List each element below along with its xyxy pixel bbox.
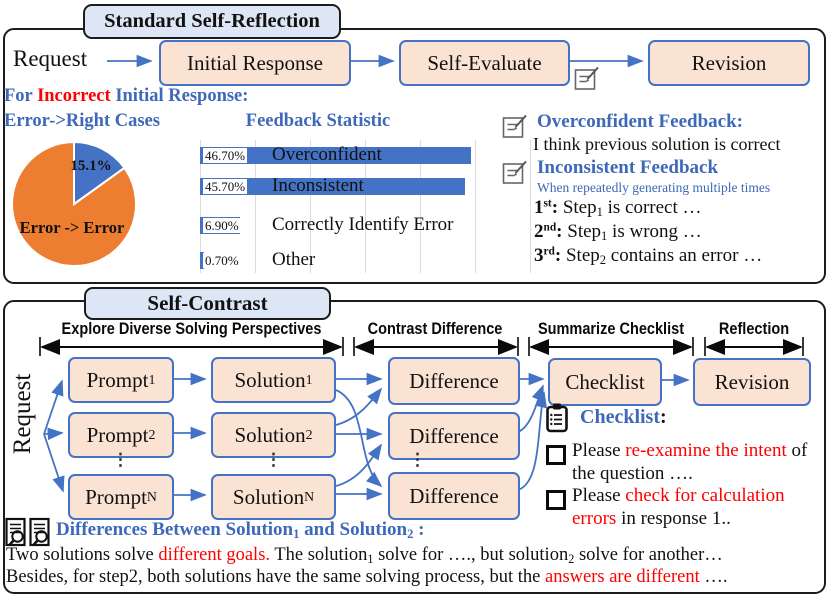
attempt-line-2: 2nd: Step1 is wrong … (534, 221, 702, 244)
difference-1-box: Difference (388, 357, 520, 405)
bar (200, 147, 471, 164)
top-title-text: Standard Self-Reflection (104, 10, 320, 32)
vertical-ellipsis: ⋮ (112, 450, 129, 469)
bar-row: 0.70% Other (200, 249, 532, 270)
checkbox-icon (546, 490, 566, 510)
inconsistent-feedback-note: When repeatedly generating multiple time… (537, 180, 771, 195)
checklist-heading: Checklist: (580, 406, 667, 428)
checklist-item-2: Please check for calculation errors in r… (572, 485, 785, 529)
memo-icon (574, 66, 599, 90)
stage-header-reflection: Reflection (718, 320, 790, 338)
bar-category-label: Correctly Identify Error (272, 214, 454, 235)
checklist-box: Checklist (548, 358, 662, 406)
differences-body-line-1: Two solutions solve different goals. The… (6, 545, 723, 567)
bar-value-label: 45.70% (203, 179, 248, 194)
pie-slice-error-right (73, 140, 126, 206)
bar-value-label: 46.70% (203, 148, 248, 163)
revision-box-top: Revision (648, 40, 810, 86)
top-panel-title: Standard Self-Reflection (83, 4, 341, 39)
difference-3-box: Difference (388, 472, 520, 520)
clipboard-icon (546, 403, 568, 433)
inconsistent-feedback-heading: Inconsistent Feedback (537, 157, 719, 178)
stage-header-explore: Explore Diverse Solving Perspectives (61, 320, 322, 338)
bar-row: 6.90% Correctly Identify Error (200, 214, 532, 235)
error-right-pie-chart (11, 140, 138, 267)
documents-magnifier-icon (5, 517, 50, 547)
pie-main-label: Error -> Error (19, 218, 125, 237)
for-incorrect-subtitle: For Incorrect Initial Response: (4, 86, 249, 106)
differences-body-line-2: Besides, for step2, both solutions have … (6, 567, 728, 587)
bottom-title-text: Self-Contrast (147, 291, 268, 315)
checkbox-icon (546, 445, 566, 465)
attempt-line-3: 3rd: Step2 contains an error … (534, 245, 763, 268)
difference-2-box: Difference (388, 412, 520, 460)
differences-heading: Differences Between Solution1 and Soluti… (56, 519, 425, 542)
request-label-rotated: Request (9, 373, 36, 455)
memo-icon (502, 160, 527, 184)
pie-slice-label: 15.1% (70, 158, 112, 174)
pie-chart-title: Error->Right Cases (4, 111, 160, 131)
bar-category-label: Overconfident (272, 144, 382, 165)
request-label-top: Request (13, 46, 88, 71)
bar-category-label: Inconsistent (272, 175, 364, 196)
bar-row: 46.70% Overconfident (200, 144, 532, 165)
vertical-ellipsis: ⋮ (409, 450, 426, 469)
memo-icon (502, 114, 527, 138)
bar-chart-title: Feedback Statistic (245, 111, 391, 131)
bar-value-label: 0.70% (203, 253, 241, 268)
stage-header-summarize: Summarize Checklist (537, 320, 685, 338)
bar (200, 252, 205, 269)
bottom-panel-title: Self-Contrast (84, 287, 331, 320)
initial-response-box: Initial Response (159, 40, 351, 86)
bar-category-label: Other (272, 249, 316, 270)
stage-header-contrast: Contrast Difference (367, 320, 503, 338)
overconfident-feedback-text: I think previous solution is correct (533, 134, 781, 154)
revision-box-bottom: Revision (693, 358, 811, 406)
bar-row: 45.70% Inconsistent (200, 175, 532, 196)
bar-value-label: 6.90% (203, 218, 241, 233)
vertical-ellipsis: ⋮ (265, 450, 282, 469)
checklist-item-1: Please re-examine the intent of the ques… (572, 440, 808, 484)
bar (200, 178, 466, 195)
overconfident-feedback-heading: Overconfident Feedback: (537, 111, 743, 132)
self-evaluate-box: Self-Evaluate (399, 40, 570, 86)
feedback-statistic-chart: 46.70% Overconfident 45.70% Inconsistent… (200, 140, 532, 273)
attempt-line-1: 1st: Step1 is correct … (534, 197, 702, 220)
